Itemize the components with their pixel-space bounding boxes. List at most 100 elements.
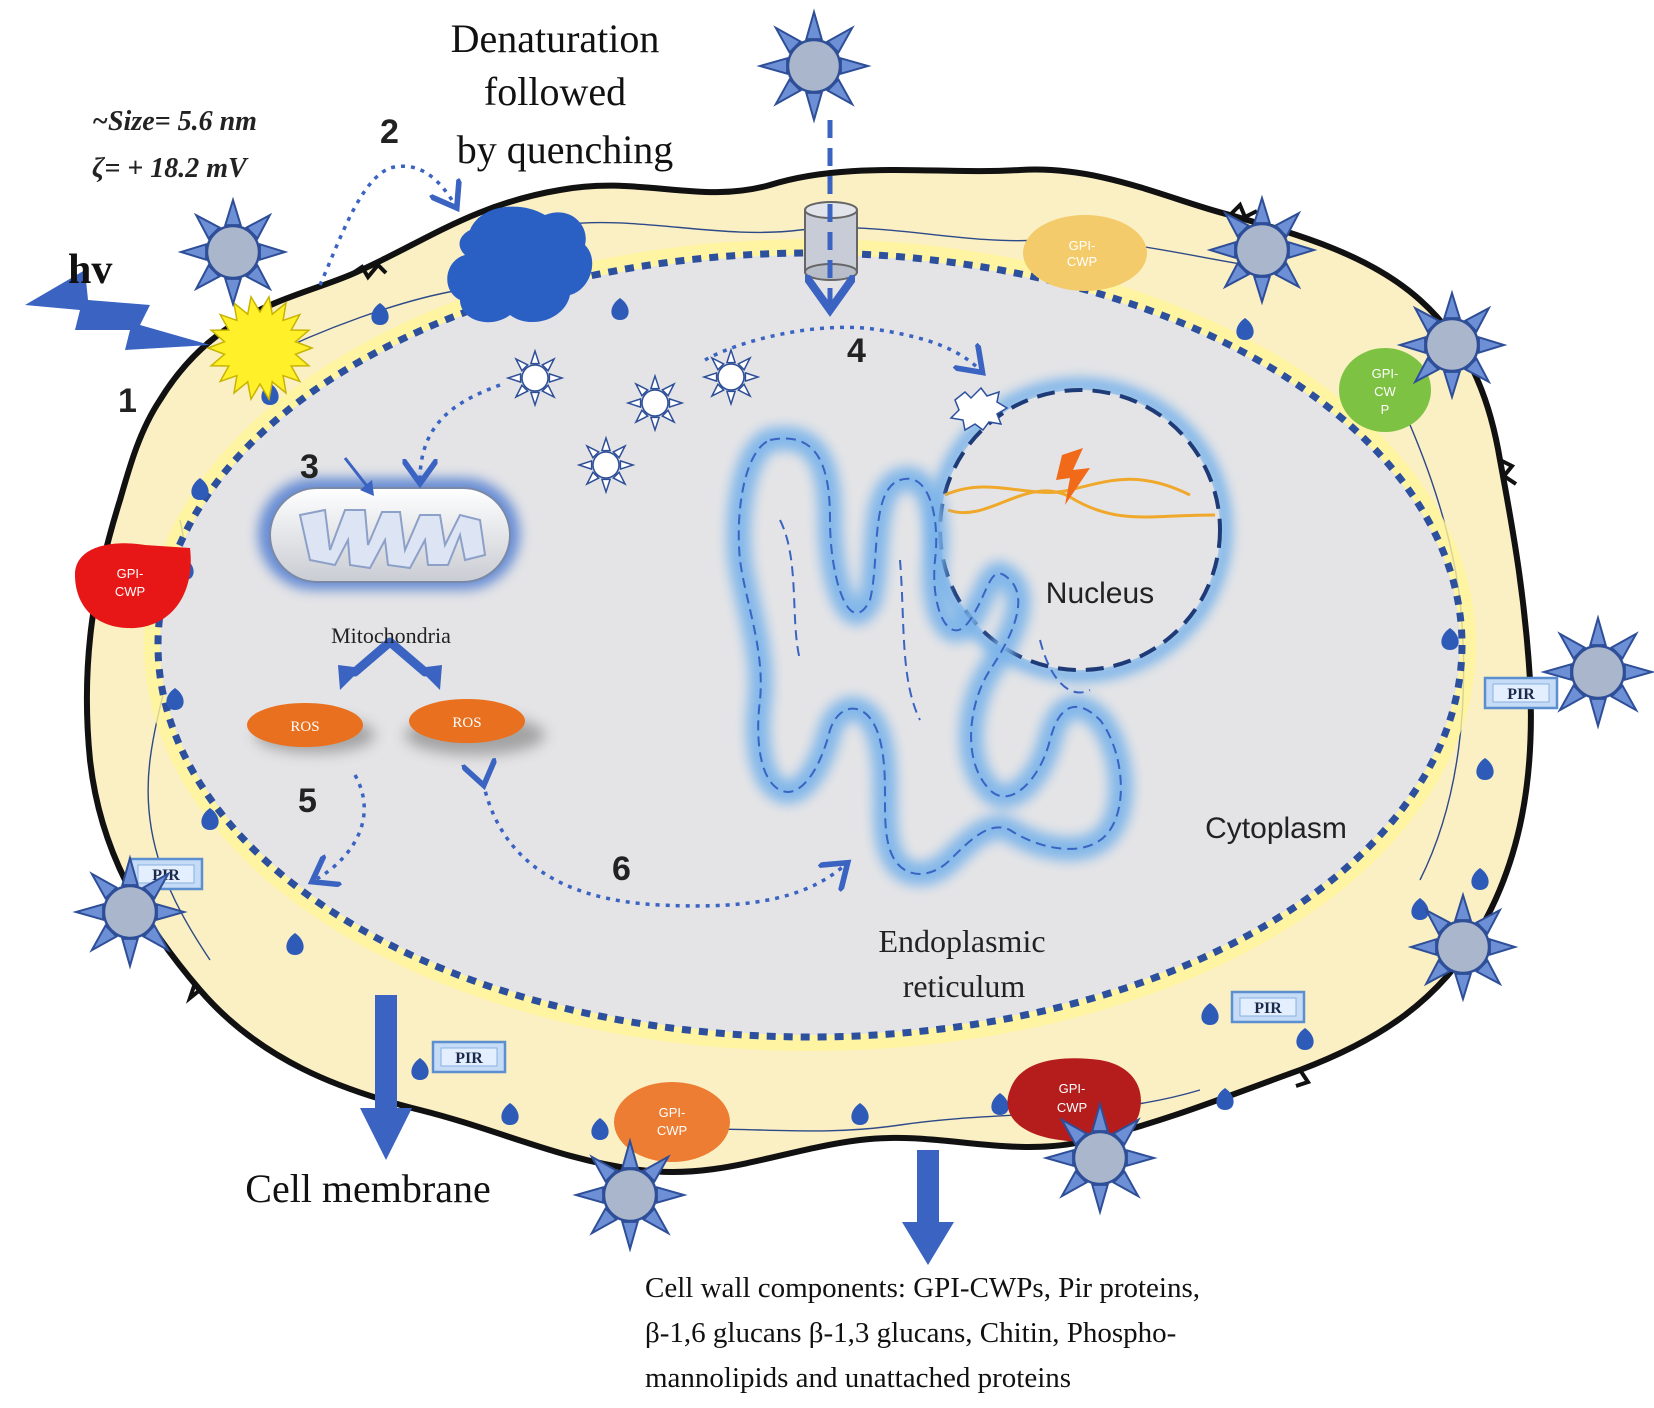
dna-strand-2	[947, 489, 1216, 519]
pir-right-text: PIR	[1507, 686, 1535, 703]
nanoparticle-right-upper	[1396, 289, 1508, 401]
cristae	[298, 508, 487, 570]
gpi-cwp-green: GPI- CW P	[1339, 348, 1431, 432]
gpi-green-text-3: P	[1381, 402, 1390, 417]
nanoparticle-bottom-right	[1407, 891, 1519, 1003]
membrane-droplet	[201, 808, 219, 830]
small-nanoparticle-3	[701, 347, 761, 407]
arrow-step6	[483, 782, 845, 908]
er-label-1: Endoplasmic	[878, 923, 1045, 959]
light-bolt-icon	[25, 270, 210, 350]
mitochondria-label: Mitochondria	[331, 623, 451, 648]
nanoparticles	[72, 8, 1654, 1253]
gpi-cwp-darkred: GPI- CWP	[1007, 1058, 1141, 1142]
cell-membrane-label: Cell membrane	[245, 1166, 490, 1211]
arrow-step2	[318, 164, 455, 286]
cell-membrane-pointer-arrow	[360, 995, 412, 1160]
denatured-protein-blob	[447, 206, 593, 323]
membrane-droplet	[411, 1058, 429, 1080]
arrow-step4	[704, 325, 980, 370]
nanoparticle-bottom-center	[572, 1137, 688, 1253]
step-4-label: 4	[847, 332, 866, 370]
gpi-green-text-1: GPI-	[1372, 366, 1399, 381]
hv-label: hv	[68, 247, 112, 293]
cell-membrane	[154, 249, 1466, 1041]
gpi-red-text-2: CWP	[115, 584, 145, 599]
gpi-cwp-yellow: GPI- CWP	[1023, 215, 1147, 291]
pir-bottom-right-text: PIR	[1254, 1000, 1282, 1017]
membrane-droplet	[1216, 1088, 1234, 1110]
nanoparticle-top-left	[177, 196, 289, 308]
zeta-potential-label: ζ= + 18.2 mV	[92, 153, 249, 184]
small-nanoparticle-4	[576, 435, 636, 495]
cell-wall-pointer-arrow	[902, 1150, 954, 1265]
gpi-darkred-text-1: GPI-	[1059, 1081, 1086, 1096]
nanoparticle-left-bottom	[72, 854, 188, 970]
gpi-yellow-text-1: GPI-	[1069, 238, 1096, 253]
arrow-to-mito	[420, 383, 501, 480]
membrane-droplet	[1296, 1028, 1314, 1050]
membrane-droplet	[991, 1093, 1009, 1115]
nanoparticle-right	[1540, 614, 1654, 730]
denaturation-text-3: by quenching	[457, 127, 674, 172]
ros-right-label: ROS	[452, 715, 481, 731]
membrane-droplet	[1411, 898, 1429, 920]
gpi-darkred-text-2: CWP	[1057, 1100, 1087, 1115]
pir-box-bottom: PIR	[431, 1040, 507, 1074]
step-1-label: 1	[118, 382, 137, 420]
ros-left-label: ROS	[290, 719, 319, 735]
mito-branch-arrows	[338, 637, 442, 690]
mitochondria	[258, 478, 520, 590]
membrane-droplet	[501, 1103, 519, 1125]
small-nanoparticle-2	[625, 373, 685, 433]
nanoparticle-top-right	[1206, 194, 1318, 306]
gpi-cwp-orange: GPI- CWP	[614, 1082, 730, 1162]
denaturation-text-1: Denaturation	[451, 16, 660, 61]
nucleus	[928, 378, 1232, 682]
denaturation-text-2: followed	[484, 69, 626, 114]
ros-right: ROS	[405, 699, 545, 755]
dotted-arrows	[315, 164, 980, 908]
cell-wall-components-line-2: β-1,6 glucans β-1,3 glucans, Chitin, Pho…	[645, 1317, 1176, 1349]
membrane-droplet	[1201, 1003, 1219, 1025]
arrow-step5	[315, 774, 366, 880]
damage-bolt-icon	[1056, 448, 1090, 505]
gpi-cwp-red: GPI- CWP	[75, 543, 191, 629]
nanoparticle-bottom-right-2	[1042, 1100, 1158, 1216]
nucleus-label: Nucleus	[1046, 577, 1154, 610]
nanoparticle-size-label: ~Size= 5.6 nm	[92, 106, 257, 137]
gpi-orange-text-2: CWP	[657, 1123, 687, 1138]
membrane-droplet	[1471, 868, 1489, 890]
gpi-orange-text-1: GPI-	[659, 1105, 686, 1120]
arrow-step3	[343, 457, 374, 496]
step-2-label: 2	[380, 113, 399, 151]
pir-bottom-text: PIR	[455, 1050, 483, 1067]
photoexcited-nanoparticle-burst	[205, 294, 315, 402]
small-nanoparticle-1	[505, 348, 565, 408]
white-burst-icon	[949, 386, 1009, 432]
membrane-droplet	[611, 298, 629, 320]
cell-wall-components-line-3: mannolipids and unattached proteins	[645, 1362, 1071, 1394]
pir-box-right: PIR	[1483, 676, 1559, 710]
membrane-droplet	[1236, 318, 1254, 340]
step-6-label: 6	[612, 850, 631, 888]
step-5-label: 5	[298, 782, 317, 820]
nanoparticle-top-channel	[756, 8, 872, 124]
membrane-droplet	[371, 303, 389, 325]
membrane-droplet	[1441, 628, 1459, 650]
pir-box-bottom-right: PIR	[1230, 990, 1306, 1024]
membrane-droplet	[166, 688, 184, 710]
membrane-droplet	[191, 478, 209, 500]
cell-wall-components-line-1: Cell wall components: GPI-CWPs, Pir prot…	[645, 1272, 1200, 1304]
ros-left: ROS	[247, 703, 375, 753]
membrane-droplet	[851, 1103, 869, 1125]
er-label-2: reticulum	[903, 968, 1026, 1004]
step-3-label: 3	[300, 448, 319, 486]
membrane-droplet	[1476, 758, 1494, 780]
membrane-droplet	[286, 933, 304, 955]
gpi-red-text-1: GPI-	[117, 566, 144, 581]
cytoplasm-label: Cytoplasm	[1205, 812, 1347, 845]
gpi-green-text-2: CW	[1374, 384, 1396, 399]
